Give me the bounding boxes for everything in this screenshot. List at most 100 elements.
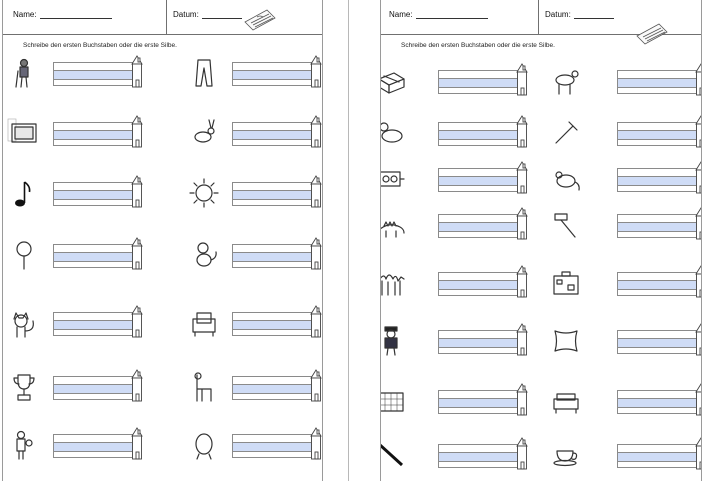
house-icon [516, 322, 528, 356]
writing-lines[interactable] [53, 434, 133, 458]
writing-lines[interactable] [617, 330, 697, 354]
writing-lines[interactable] [438, 122, 518, 146]
writing-box[interactable] [617, 160, 701, 194]
writing-box[interactable] [232, 54, 322, 88]
house-icon [695, 62, 701, 96]
header-right: Name: Datum: [381, 0, 701, 45]
writing-lines[interactable] [617, 214, 697, 238]
writing-lines[interactable] [617, 70, 697, 94]
writing-lines[interactable] [53, 62, 133, 86]
writing-lines[interactable] [617, 272, 697, 296]
writing-box[interactable] [617, 206, 701, 240]
writing-box[interactable] [232, 236, 322, 270]
house-icon [516, 160, 528, 194]
writing-box[interactable] [617, 62, 701, 96]
writing-band [54, 190, 132, 200]
writing-lines[interactable] [232, 62, 312, 86]
writing-lines[interactable] [438, 390, 518, 414]
writing-box[interactable] [438, 206, 528, 240]
writing-lines[interactable] [53, 122, 133, 146]
motor-icon [381, 163, 406, 195]
writing-lines[interactable] [232, 312, 312, 336]
writing-lines[interactable] [438, 272, 518, 296]
sun-icon [189, 177, 219, 209]
writing-box[interactable] [617, 264, 701, 298]
house-icon [131, 236, 143, 270]
writing-lines[interactable] [438, 330, 518, 354]
hammer-icon [551, 209, 581, 241]
date-field[interactable]: Datum: [173, 10, 242, 19]
writing-box[interactable] [232, 114, 322, 148]
writing-lines[interactable] [53, 244, 133, 268]
writing-lines[interactable] [232, 122, 312, 146]
writing-band [233, 442, 311, 452]
house-icon [516, 264, 528, 298]
writing-box[interactable] [232, 426, 322, 460]
mother-child-icon [9, 429, 39, 461]
writing-box[interactable] [438, 160, 528, 194]
writing-box[interactable] [438, 62, 528, 96]
writing-lines[interactable] [617, 122, 697, 146]
header-left: Name: Datum: [3, 0, 322, 35]
date-line[interactable] [201, 10, 242, 19]
writing-lines[interactable] [617, 390, 697, 414]
writing-lines[interactable] [438, 70, 518, 94]
writing-lines[interactable] [53, 182, 133, 206]
writing-band [439, 78, 517, 88]
notebook-icon [243, 8, 277, 32]
date-label: Datum: [173, 10, 199, 19]
writing-box[interactable] [53, 304, 143, 338]
writing-lines[interactable] [617, 444, 697, 468]
writing-box[interactable] [53, 54, 143, 88]
writing-lines[interactable] [438, 168, 518, 192]
date-line[interactable] [573, 10, 614, 19]
writing-box[interactable] [232, 368, 322, 402]
writing-box[interactable] [617, 436, 701, 470]
writing-box[interactable] [53, 174, 143, 208]
house-icon [310, 304, 322, 338]
writing-lines[interactable] [53, 312, 133, 336]
writing-box[interactable] [438, 382, 528, 416]
house-icon [516, 62, 528, 96]
writing-box[interactable] [438, 264, 528, 298]
name-line[interactable] [39, 10, 112, 19]
house-icon [695, 114, 701, 148]
name-line[interactable] [415, 10, 488, 19]
writing-band [233, 190, 311, 200]
writing-box[interactable] [232, 304, 322, 338]
writing-box[interactable] [53, 236, 143, 270]
writing-box[interactable] [232, 174, 322, 208]
goal-icon [381, 385, 406, 417]
notebook-icon [635, 22, 669, 46]
name-field[interactable]: Name: [13, 10, 112, 19]
writing-band [439, 280, 517, 290]
house-icon [695, 160, 701, 194]
date-field[interactable]: Datum: [545, 10, 614, 19]
writing-lines[interactable] [232, 182, 312, 206]
worksheet-right: Name: Datum: Schreibe den ersten Buchsta… [380, 0, 702, 481]
writing-box[interactable] [617, 382, 701, 416]
house-icon [310, 426, 322, 460]
writing-band [54, 442, 132, 452]
writing-lines[interactable] [617, 168, 697, 192]
instruction-text: Schreibe den ersten Buchstaben oder die … [401, 42, 555, 49]
writing-lines[interactable] [438, 444, 518, 468]
writing-band [233, 252, 311, 262]
writing-box[interactable] [617, 114, 701, 148]
writing-lines[interactable] [232, 376, 312, 400]
writing-box[interactable] [438, 322, 528, 356]
name-field[interactable]: Name: [389, 10, 488, 19]
writing-box[interactable] [438, 114, 528, 148]
writing-lines[interactable] [232, 244, 312, 268]
magnifier-icon [9, 239, 39, 271]
writing-box[interactable] [53, 114, 143, 148]
writing-lines[interactable] [438, 214, 518, 238]
armchair-icon [189, 307, 219, 339]
writing-box[interactable] [438, 436, 528, 470]
writing-box[interactable] [617, 322, 701, 356]
house-icon [131, 174, 143, 208]
writing-box[interactable] [53, 368, 143, 402]
writing-lines[interactable] [232, 434, 312, 458]
writing-lines[interactable] [53, 376, 133, 400]
writing-box[interactable] [53, 426, 143, 460]
